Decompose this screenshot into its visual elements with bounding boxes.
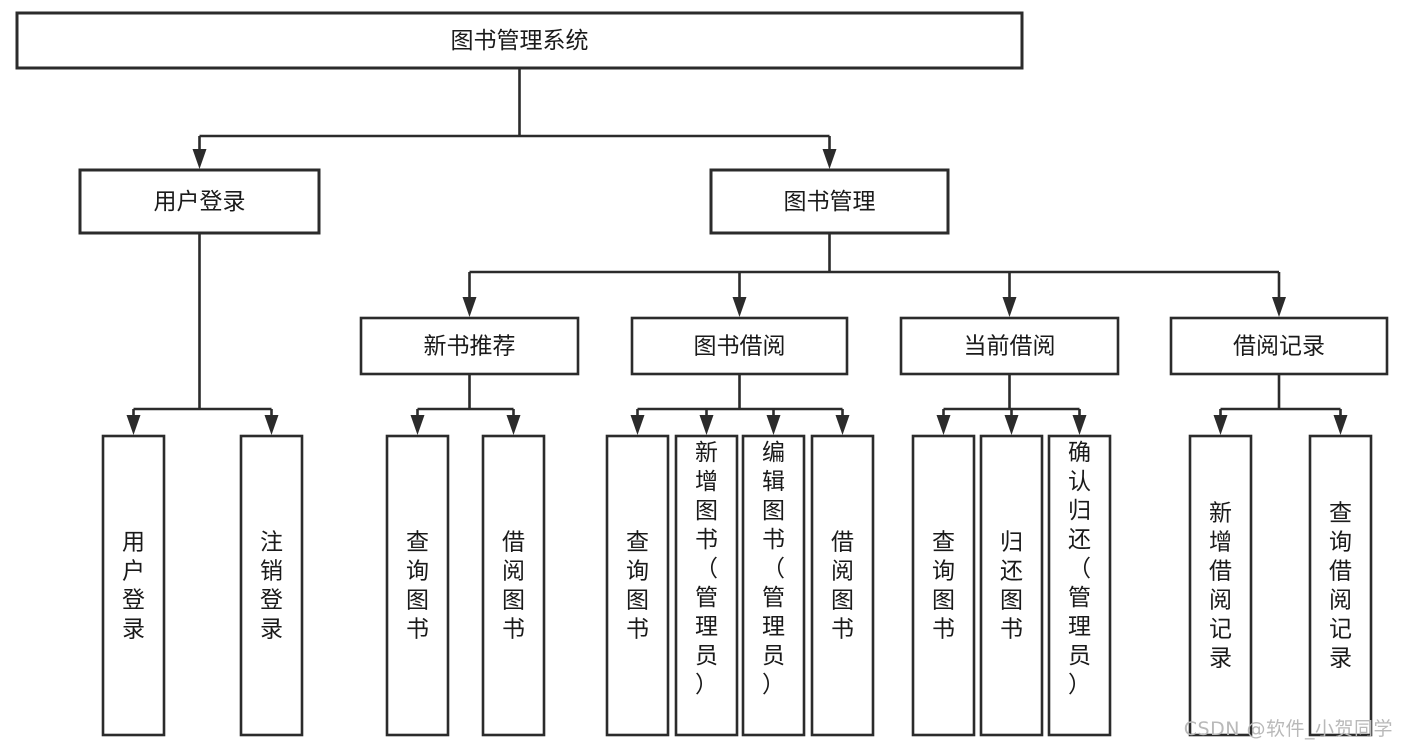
- node-label: 当前借阅: [964, 334, 1056, 360]
- leaf-node[interactable]: 查询图书: [385, 434, 450, 737]
- edge-group-borrow-record: [1213, 374, 1348, 435]
- node-label: 图书借阅: [694, 334, 786, 360]
- leaf-label: 编辑图书（管理员）: [762, 440, 785, 698]
- leaf-label: 借阅图书: [831, 530, 854, 643]
- leaf-label: 新增借阅记录: [1209, 501, 1232, 672]
- leaf-node[interactable]: 新增图书（管理员）: [674, 434, 739, 737]
- leaf-node[interactable]: 查询图书: [605, 434, 670, 737]
- node-current-borrow[interactable]: 当前借阅: [899, 316, 1120, 376]
- leaf-label: 查询图书: [406, 530, 429, 643]
- node-label: 用户登录: [154, 189, 246, 215]
- node-label: 图书管理系统: [451, 28, 589, 54]
- leaf-label: 查询借阅记录: [1329, 501, 1352, 672]
- leaf-label: 注销登录: [260, 530, 283, 643]
- edge-group-current-borrow: [936, 374, 1087, 435]
- edge-group-book-manage: [462, 233, 1286, 317]
- node-label: 借阅记录: [1233, 334, 1325, 360]
- leaf-label: 借阅图书: [502, 530, 525, 643]
- node-borrow-record[interactable]: 借阅记录: [1169, 316, 1389, 376]
- leaf-label: 用户登录: [122, 530, 145, 643]
- node-layer: 图书管理系统用户登录图书管理新书推荐图书借阅当前借阅借阅记录用户登录注销登录查询…: [15, 11, 1389, 737]
- leaf-node[interactable]: 查询图书: [911, 434, 976, 737]
- leaf-node[interactable]: 用户登录: [101, 434, 166, 737]
- leaf-node[interactable]: 借阅图书: [481, 434, 546, 737]
- leaf-label: 归还图书: [1000, 530, 1023, 643]
- leaf-node[interactable]: 注销登录: [239, 434, 304, 737]
- leaf-label: 新增图书（管理员）: [695, 440, 718, 698]
- node-label: 图书管理: [784, 189, 876, 215]
- edge-group-new-book: [410, 374, 521, 435]
- leaf-node[interactable]: 归还图书: [979, 434, 1044, 737]
- edge-group-root: [192, 68, 837, 169]
- leaf-node[interactable]: 编辑图书（管理员）: [741, 434, 806, 737]
- leaf-node[interactable]: 查询借阅记录: [1308, 434, 1373, 737]
- leaf-label: 确认归还（管理员）: [1068, 440, 1091, 698]
- node-book-borrow[interactable]: 图书借阅: [630, 316, 849, 376]
- node-book-management[interactable]: 图书管理: [709, 168, 950, 235]
- leaf-node[interactable]: 借阅图书: [810, 434, 875, 737]
- node-label: 新书推荐: [424, 334, 516, 360]
- leaf-label: 查询图书: [626, 530, 649, 643]
- node-user-login[interactable]: 用户登录: [78, 168, 321, 235]
- node-root-library-system[interactable]: 图书管理系统: [15, 11, 1024, 70]
- leaf-label: 查询图书: [932, 530, 955, 643]
- leaf-node[interactable]: 确认归还（管理员）: [1047, 434, 1112, 737]
- leaf-node[interactable]: 新增借阅记录: [1188, 434, 1253, 737]
- node-new-book-recommend[interactable]: 新书推荐: [359, 316, 580, 376]
- edge-layer: [126, 68, 1348, 435]
- edge-group-book-borrow: [630, 374, 850, 435]
- edge-group-user-login: [126, 233, 279, 435]
